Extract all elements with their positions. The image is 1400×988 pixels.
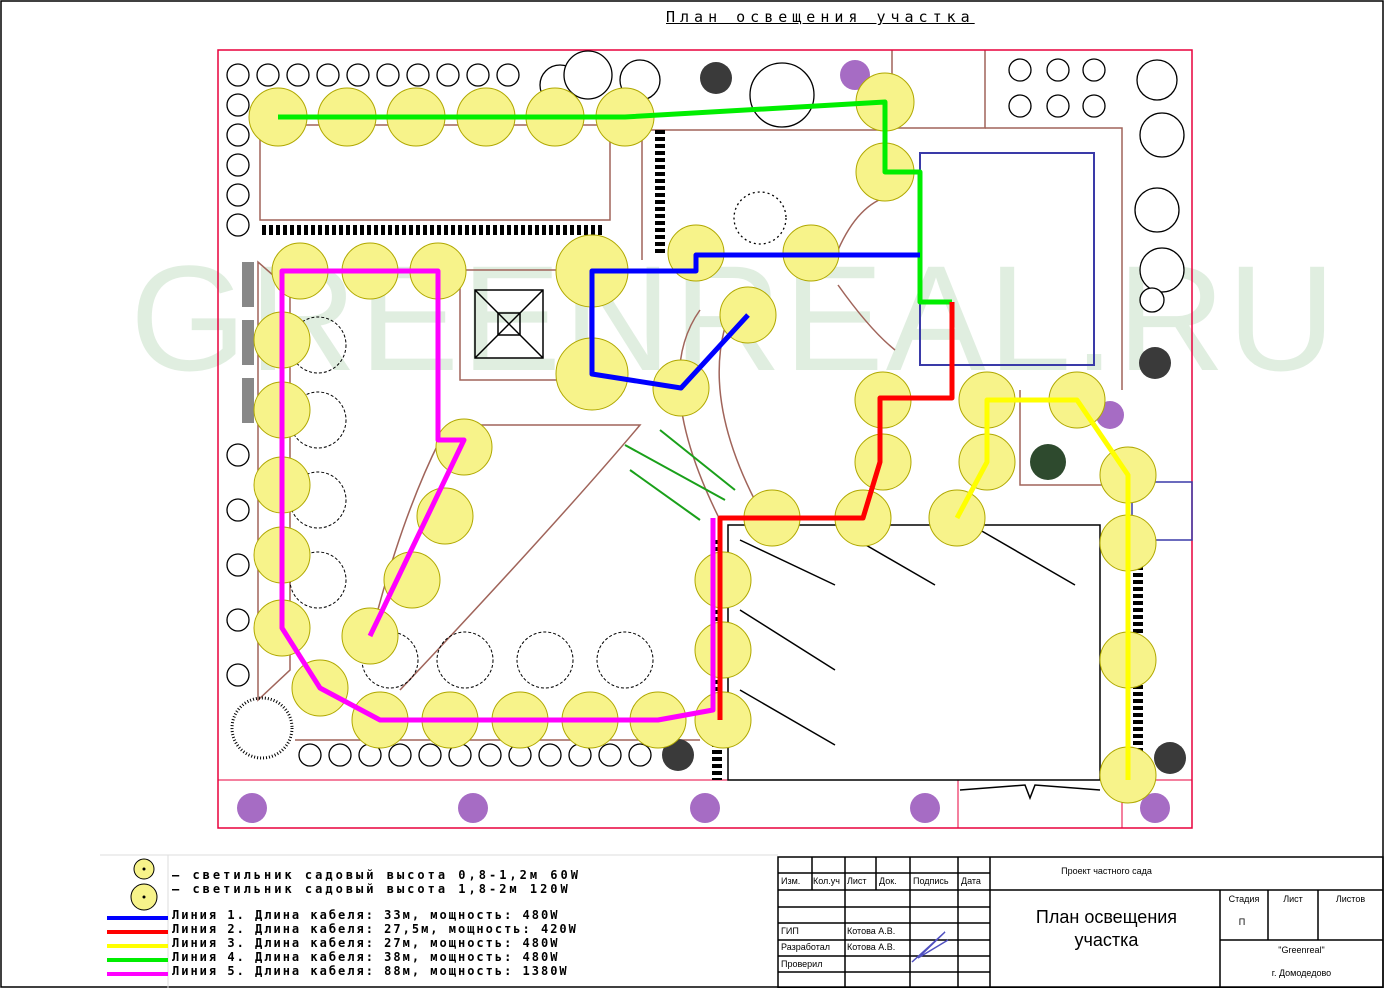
legend-line-4: Линия 4. Длина кабеля: 38м, мощность: 48… (172, 950, 560, 964)
flower-bushes (237, 60, 1170, 823)
tb-name-developer: Котова А.В. (847, 942, 896, 952)
legend-line-3: Линия 3. Длина кабеля: 27м, мощность: 48… (172, 936, 560, 950)
cable-line-5 (279, 268, 716, 723)
shrubs (226, 50, 1185, 767)
title-block-grid (777, 856, 1384, 988)
house-outline (919, 152, 1095, 366)
tb-name-gip: Котова А.В. (847, 926, 896, 936)
tb-header-dok: Док. (879, 876, 897, 886)
legend-lamp-small: – светильник садовый высота 0,8-1,2м 60W (172, 868, 581, 882)
cable-line-2 (717, 302, 955, 720)
cable-line-4 (278, 99, 952, 305)
legend-swatches (107, 916, 168, 976)
site-boundary (217, 49, 1193, 829)
tb-header-izm: Изм. (781, 876, 801, 886)
cable-line-1 (589, 252, 920, 391)
tb-city: г. Домодедово (1271, 968, 1332, 978)
tb-sheets-label: Листов (1335, 894, 1366, 904)
tb-header-koluch: Кол.уч (813, 876, 840, 886)
tb-header-list: Лист (847, 876, 867, 886)
page-title: План освещения участка (666, 8, 975, 26)
legend-line-2: Линия 2. Длина кабеля: 27,5м, мощность: … (172, 922, 578, 936)
legend-lamp-large: – светильник садовый высота 1,8-2м 120W (172, 882, 571, 896)
tb-stage-label: Стадия (1228, 894, 1260, 904)
deciduous-trees (230, 62, 1186, 774)
tb-header-podpis: Подпись (913, 876, 949, 886)
tb-company: "Greenreal" (1278, 945, 1325, 955)
paved-area (727, 524, 1101, 801)
legend-line-5: Линия 5. Длина кабеля: 88м, мощность: 13… (172, 964, 569, 978)
tb-project: Проект частного сада (1061, 866, 1152, 876)
tb-sheet-title-1: План освещения (1035, 907, 1178, 927)
tb-role-checker: Проверил (781, 959, 823, 969)
tb-role-gip: ГИП (781, 926, 799, 936)
tb-header-data: Дата (961, 876, 981, 886)
signature (911, 931, 949, 963)
ferns (624, 429, 736, 521)
tb-stage: П (1238, 917, 1246, 927)
legend-line-1: Линия 1. Длина кабеля: 33м, мощность: 48… (172, 908, 560, 922)
tb-sheet-title-2: участка (1074, 930, 1139, 950)
tb-sheet-label: Лист (1283, 894, 1303, 904)
tb-role-developer: Разработал (781, 942, 830, 952)
cable-line-3 (954, 397, 1131, 780)
